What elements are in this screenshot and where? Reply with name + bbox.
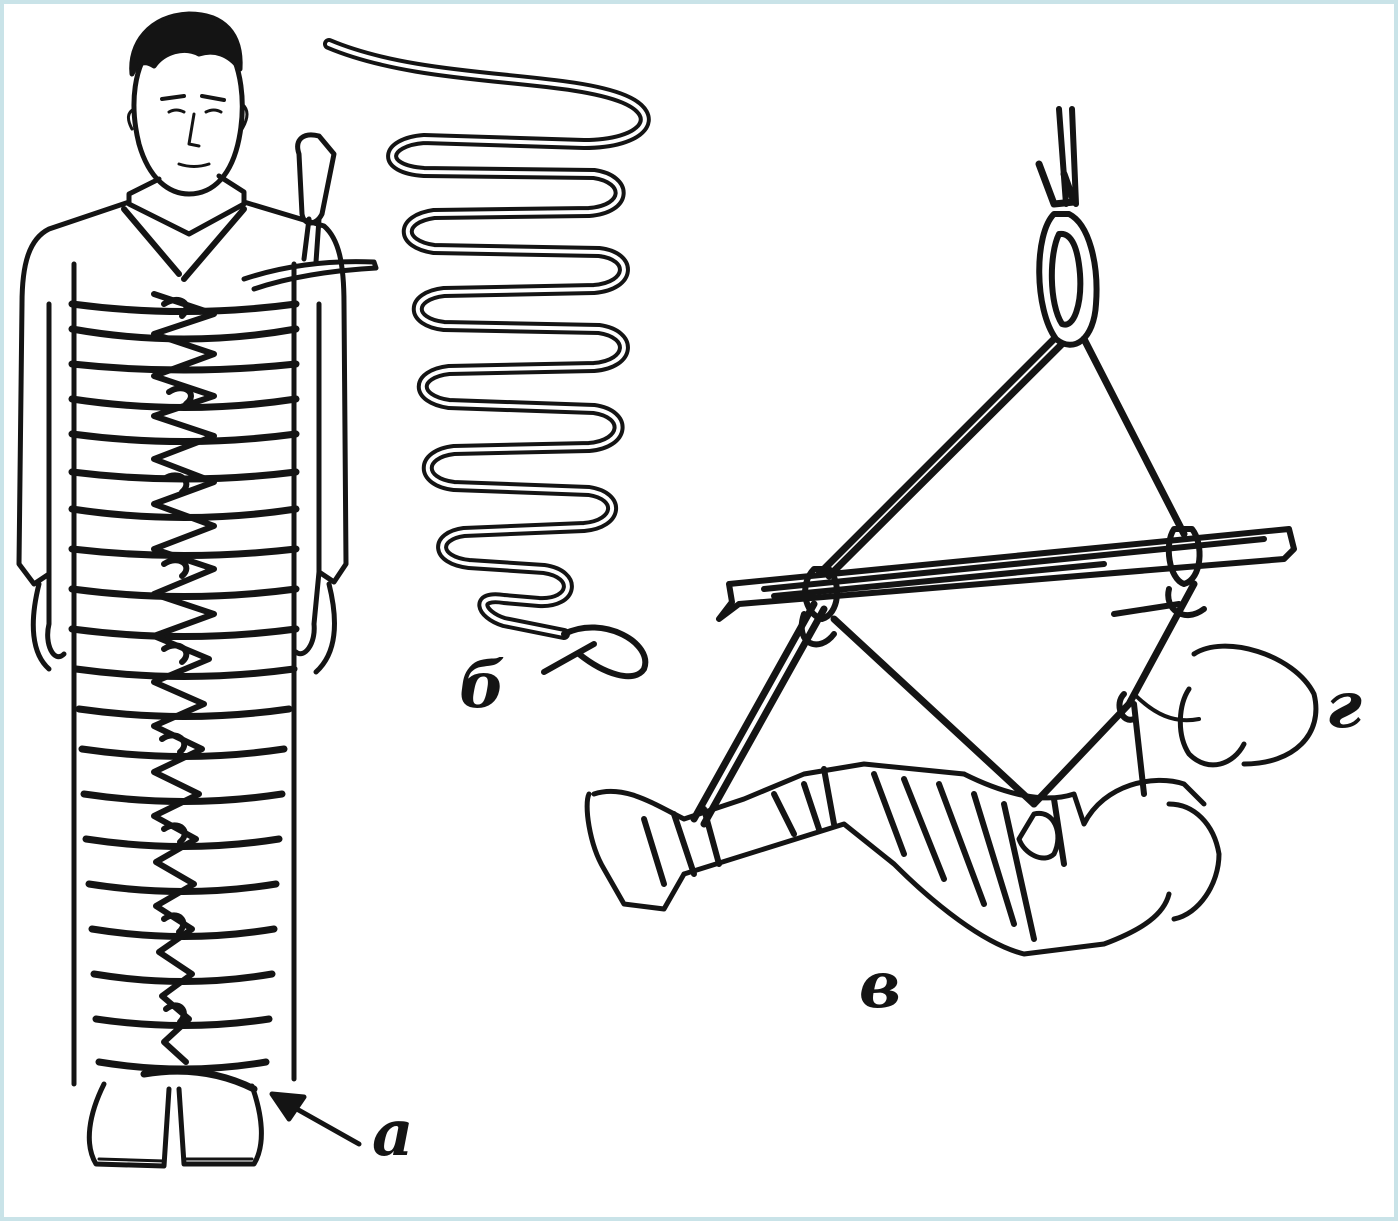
figure-v-suspended-person bbox=[587, 109, 1316, 954]
suspension-hook bbox=[1039, 109, 1097, 345]
figure-a-wrapped-person bbox=[19, 14, 376, 1166]
label-a: а bbox=[372, 1102, 413, 1166]
label-v: в bbox=[859, 954, 901, 1018]
person-feet bbox=[89, 1071, 261, 1166]
suspended-person-body bbox=[587, 646, 1316, 954]
rescue-diagram bbox=[4, 4, 1394, 1217]
rope-wraps bbox=[72, 304, 296, 1069]
figure-b-coiled-rope bbox=[329, 44, 645, 676]
person-body-outline bbox=[19, 202, 346, 1084]
person-head bbox=[128, 14, 247, 194]
label-b: б bbox=[459, 654, 505, 718]
shoulder-carabiner bbox=[244, 135, 376, 289]
label-g: г bbox=[1326, 674, 1362, 738]
arrow-to-label-a bbox=[272, 1094, 359, 1144]
suspended-body-wraps bbox=[644, 694, 1144, 939]
